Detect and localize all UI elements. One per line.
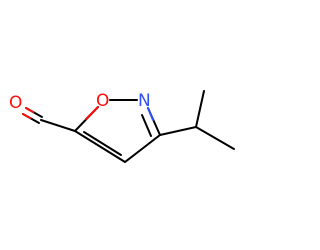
ring-oxygen-segment <box>85 106 99 120</box>
chain-bond-2 <box>195 90 205 128</box>
colored-bond-segments <box>22 106 154 121</box>
ring-nitrogen-segment <box>147 107 154 121</box>
molecule-structure: O O N <box>9 90 235 163</box>
ring-bond-c4-c5 <box>74 130 126 163</box>
aldehyde-c-ring-bond <box>40 119 76 132</box>
chain-bond-3 <box>195 126 235 150</box>
ring-nitrogen-label: N <box>138 91 151 111</box>
ring-oxygen-label: O <box>96 91 109 111</box>
aldehyde-oxygen-segment-1 <box>25 107 34 113</box>
aldehyde-oxygen-label: O <box>9 93 22 113</box>
ring-bond-c4-c5-inner <box>83 131 122 156</box>
ring-bond-n2-c3-inner <box>141 114 152 137</box>
ring-bond-c3-c4 <box>124 134 161 163</box>
aldehyde-oxygen-segment-2 <box>22 113 31 119</box>
bonds <box>22 90 235 163</box>
chain-bond-1 <box>159 126 197 136</box>
